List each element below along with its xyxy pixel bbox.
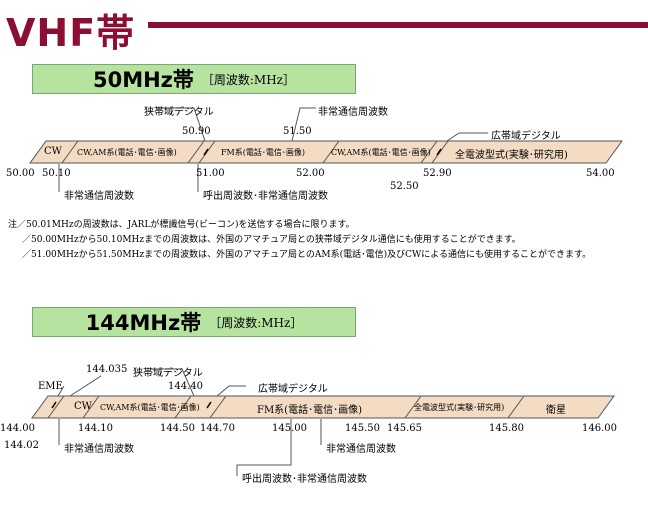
header-rule <box>148 22 648 28</box>
band-50-segment-cw: CW <box>44 146 62 157</box>
band-50-freq: 50.00 <box>6 168 35 179</box>
band-144-callout-wide-digital: 広帯域デジタル <box>258 384 328 395</box>
band-144-title: 144MHz帯 <box>85 311 202 335</box>
band-144-freq: 144.40 <box>168 381 203 392</box>
band-144-freq: 144.035 <box>86 364 128 375</box>
band-50-title: 50MHz帯 <box>92 68 194 92</box>
band-144-segment-cw-am: CW,AM系(電話･電信･画像) <box>100 403 200 412</box>
band-144-freq: 144.70 <box>200 423 235 434</box>
band-50-callout-non-regular-top: 非常通信周波数 <box>318 107 388 118</box>
band-144-title-box: 144MHz帯 ［周波数:MHz］ <box>32 307 356 337</box>
band-144-callout-narrow-digital: 狭帯域デジタル <box>133 368 203 379</box>
band-50-freq: 51.00 <box>196 168 225 179</box>
band-50-callout-narrow-digital: 狭帯域デジタル <box>144 107 214 118</box>
band-144-freq: 145.00 <box>272 423 307 434</box>
band-144-callout-calling: 呼出周波数･非常通信周波数 <box>242 474 367 485</box>
band-50-dividers <box>61 140 449 164</box>
band-144-freq: 145.50 <box>345 423 380 434</box>
band-144-segment-cw: CW <box>74 401 92 412</box>
band-144-subtitle: ［周波数:MHz］ <box>209 315 303 330</box>
band-144-freq: 146.00 <box>582 423 617 434</box>
band-144-freq: 145.65 <box>387 423 422 434</box>
band-50-segment-all-modes: 全電波型式(実験･研究用) <box>455 150 568 161</box>
band-144-freq: 144.50 <box>160 423 195 434</box>
band-144-strip <box>31 395 615 419</box>
band-144-segment-satellite: 衛星 <box>546 405 566 416</box>
band-50-note: ／51.00MHzから51.50MHzまでの周波数は、外国のアマチュア局とのAM… <box>22 250 592 260</box>
band-50-callout-non-regular-bottom: 非常通信周波数 <box>64 191 134 202</box>
band-50-freq: 54.00 <box>586 168 615 179</box>
band-144-freq: 144.02 <box>4 440 39 451</box>
band-50-segment-cw-am: CW,AM系(電話･電信･画像) <box>77 148 177 157</box>
band-144-freq: 144.00 <box>0 423 35 434</box>
page-title: VHF帯 <box>6 11 136 55</box>
band-50-title-box: 50MHz帯 ［周波数:MHz］ <box>32 64 356 94</box>
band-50-freq: 50.90 <box>182 126 211 137</box>
band-50-callout-wide-digital: 広帯域デジタル <box>491 131 561 142</box>
band-144-leaders <box>57 368 322 476</box>
band-144-freq: 144.10 <box>78 423 113 434</box>
band-144-callout-eme: EME <box>38 381 63 392</box>
band-144-segment-fm: FM系(電話･電信･画像) <box>257 405 362 416</box>
band-50-subtitle: ［周波数:MHz］ <box>201 72 296 87</box>
band-50-leaders <box>58 107 488 192</box>
band-50-freq: 51.50 <box>283 126 312 137</box>
band-50-freq: 52.50 <box>390 181 419 192</box>
band-50-note: 注／50.01MHzの周波数は、JARLが標識信号(ビーコン)を送信する場合に限… <box>8 220 355 230</box>
band-144-segment-all-modes: 全電波型式(実験･研究用) <box>414 403 505 412</box>
band-144-callout-non-regular-right: 非常通信周波数 <box>326 444 396 455</box>
band-50-freq: 50.10 <box>42 168 71 179</box>
band-144-callout-non-regular-left: 非常通信周波数 <box>64 444 134 455</box>
band-50-freq: 52.00 <box>296 168 325 179</box>
band-50-callout-calling: 呼出周波数･非常通信周波数 <box>203 191 328 202</box>
band-50-note: ／50.00MHzから50.10MHzまでの周波数は、外国のアマチュア局との狭帯… <box>22 235 521 245</box>
band-144-dividers <box>47 395 525 419</box>
band-144-markers <box>51 401 212 409</box>
band-144-freq: 145.80 <box>489 423 524 434</box>
band-50-segment-fm: FM系(電話･電信･画像) <box>221 148 305 157</box>
band-50-segment-cw-am-2: CW,AM系(電話･電信･画像) <box>331 148 431 157</box>
band-50-markers <box>203 148 442 156</box>
band-50-strip <box>29 140 623 164</box>
band-50-freq: 52.90 <box>423 168 452 179</box>
